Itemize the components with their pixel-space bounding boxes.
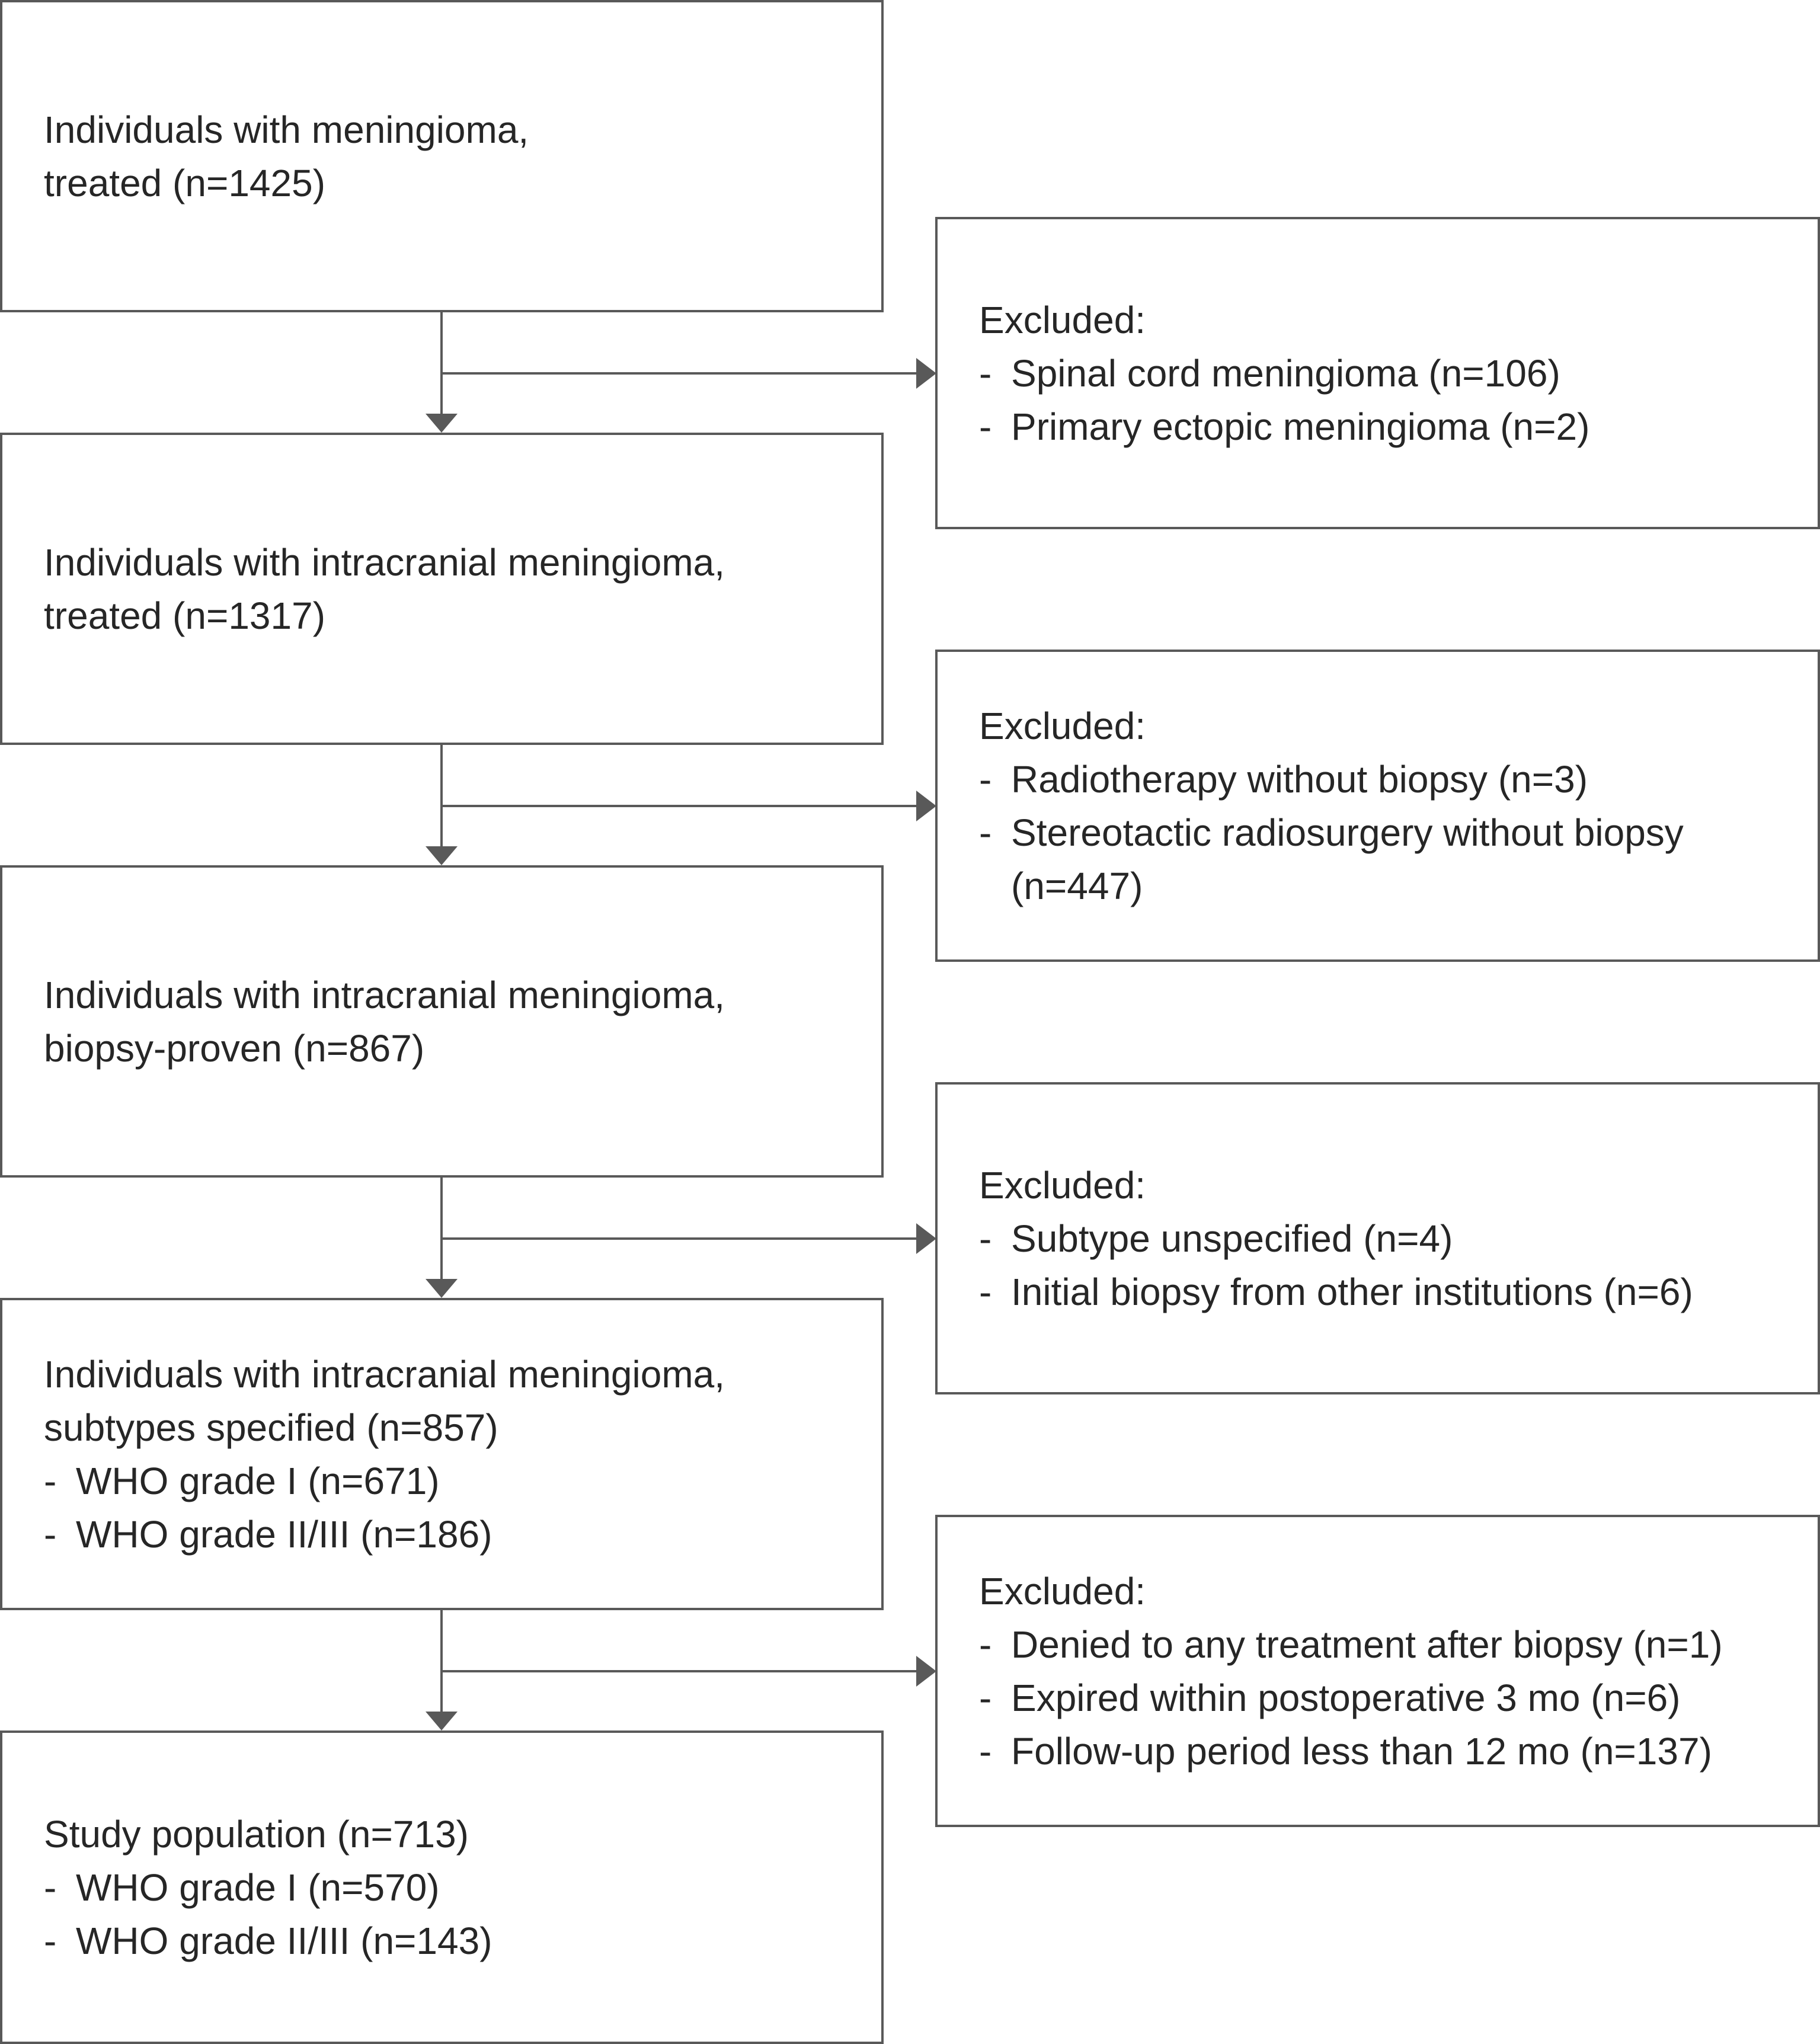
box-text: Study population (n=713) [44, 1812, 469, 1856]
list-item: - Follow-up period less than 12 mo (n=13… [979, 1725, 1776, 1778]
bullet-dash: - [979, 351, 992, 395]
bullet-dash: - [44, 1459, 57, 1502]
list-item: - Spinal cord meningioma (n=106) [979, 347, 1776, 400]
bullet-dash: - [979, 405, 992, 448]
bullet-dash: - [979, 1676, 992, 1719]
list-item-text: Denied to any treatment after biopsy (n=… [1011, 1623, 1723, 1666]
list-item: - WHO grade I (n=570) [44, 1861, 840, 1914]
bullet-dash: - [979, 1729, 992, 1773]
box-text: Individuals with intracranial meningioma… [44, 973, 725, 1016]
list-item-text: Expired within postoperative 3 mo (n=6) [1011, 1676, 1681, 1719]
box-text: Individuals with meningioma, [44, 108, 529, 151]
list-item-text: WHO grade I (n=570) [76, 1866, 440, 1909]
list-item-text: Stereotactic radiosurgery without biopsy… [1011, 811, 1684, 907]
list-item: - Stereotactic radiosurgery without biop… [979, 806, 1776, 913]
list-item: - Expired within postoperative 3 mo (n=6… [979, 1671, 1776, 1725]
main-box-treated: Individuals with meningioma, treated (n=… [0, 0, 884, 312]
excluded-heading: Excluded: [979, 1163, 1146, 1207]
main-box-biopsy-proven: Individuals with intracranial meningioma… [0, 865, 884, 1178]
box-text: biopsy-proven (n=867) [44, 1026, 425, 1070]
list-item: - WHO grade II/III (n=186) [44, 1508, 840, 1561]
box-text: treated (n=1425) [44, 161, 325, 204]
excluded-box-4: Excluded: - Denied to any treatment afte… [935, 1515, 1820, 1827]
bullet-dash: - [979, 1270, 992, 1313]
bullet-dash: - [979, 811, 992, 854]
arrowhead-right [916, 358, 936, 389]
list-item-text: WHO grade I (n=671) [76, 1459, 440, 1502]
excluded-heading: Excluded: [979, 704, 1146, 747]
list-item: - WHO grade II/III (n=143) [44, 1914, 840, 1968]
main-box-study-population: Study population (n=713) - WHO grade I (… [0, 1730, 884, 2044]
excluded-heading: Excluded: [979, 298, 1146, 341]
excluded-box-3: Excluded: - Subtype unspecified (n=4) - … [935, 1082, 1820, 1394]
arrowhead-down [426, 1279, 458, 1298]
list-item: - Denied to any treatment after biopsy (… [979, 1618, 1776, 1671]
list-item-text: Primary ectopic meningioma (n=2) [1011, 405, 1590, 448]
main-box-intracranial-treated: Individuals with intracranial meningioma… [0, 433, 884, 745]
box-text: treated (n=1317) [44, 594, 325, 637]
list-item-text: Subtype unspecified (n=4) [1011, 1217, 1453, 1260]
arrowhead-down [426, 846, 458, 865]
list-item-text: WHO grade II/III (n=186) [76, 1512, 492, 1556]
list-item-text: Radiotherapy without biopsy (n=3) [1011, 757, 1588, 801]
list-item: - Radiotherapy without biopsy (n=3) [979, 753, 1776, 806]
list-item-text: Initial biopsy from other institutions (… [1011, 1270, 1693, 1313]
excluded-box-2: Excluded: - Radiotherapy without biopsy … [935, 650, 1820, 962]
bullet-dash: - [979, 757, 992, 801]
list-item-text: Follow-up period less than 12 mo (n=137) [1011, 1729, 1712, 1773]
list-item: - WHO grade I (n=671) [44, 1454, 840, 1508]
list-item: - Subtype unspecified (n=4) [979, 1212, 1776, 1265]
bullet-dash: - [979, 1623, 992, 1666]
list-item-text: Spinal cord meningioma (n=106) [1011, 351, 1560, 395]
arrowhead-down [426, 414, 458, 433]
list-item: - Initial biopsy from other institutions… [979, 1265, 1776, 1319]
box-text: Individuals with intracranial meningioma… [44, 1352, 725, 1396]
arrowhead-down [426, 1712, 458, 1730]
arrowhead-right [916, 1656, 936, 1687]
bullet-dash: - [44, 1866, 57, 1909]
list-item-text: WHO grade II/III (n=143) [76, 1919, 492, 1962]
main-box-subtypes-specified: Individuals with intracranial meningioma… [0, 1298, 884, 1610]
arrowhead-right [916, 1223, 936, 1254]
arrowhead-right [916, 791, 936, 821]
list-item: - Primary ectopic meningioma (n=2) [979, 400, 1776, 453]
box-text: Individuals with intracranial meningioma… [44, 540, 725, 584]
box-text: subtypes specified (n=857) [44, 1406, 498, 1449]
bullet-dash: - [44, 1512, 57, 1556]
excluded-heading: Excluded: [979, 1569, 1146, 1613]
bullet-dash: - [44, 1919, 57, 1962]
bullet-dash: - [979, 1217, 992, 1260]
excluded-box-1: Excluded: - Spinal cord meningioma (n=10… [935, 217, 1820, 529]
